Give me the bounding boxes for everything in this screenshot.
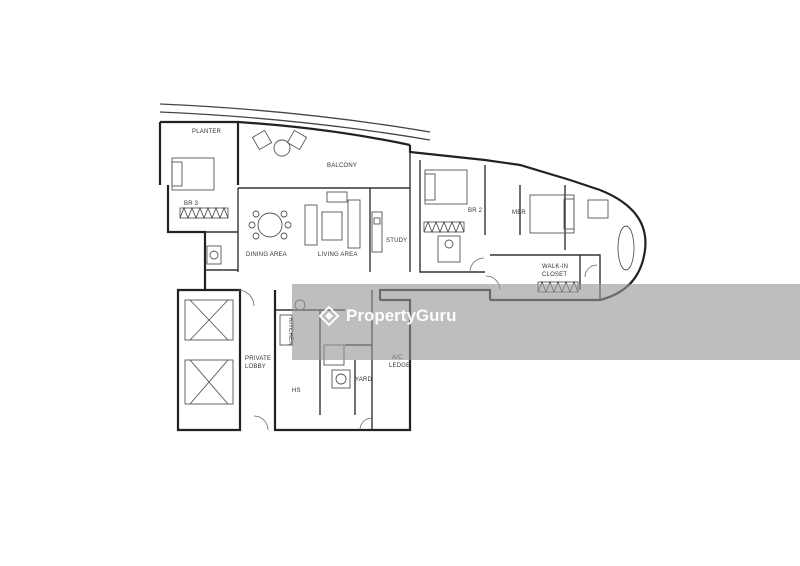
furniture [171,129,635,405]
label-br2: BR 2 [468,208,483,214]
label-planter: PLANTER [192,129,222,135]
label-mbr: MBR [512,210,526,216]
watermark-logo-icon [318,305,340,327]
label-ledge: LEDGE [389,363,410,369]
label-hs: HS [292,388,301,394]
label-dining: DINING AREA [246,252,287,258]
label-br3: BR 3 [184,201,199,207]
label-lobby: LOBBY [245,364,266,370]
label-study: STUDY [386,238,407,244]
label-closet: CLOSET [542,272,567,278]
watermark-band [292,284,800,360]
label-yard: YARD [355,377,372,383]
wardrobes [179,206,579,294]
label-walkin: WALK-IN [542,264,568,270]
watermark-text: PropertyGuru [346,306,457,325]
doors [237,257,598,431]
label-private: PRIVATE [245,356,271,362]
outer-walls [158,120,647,432]
top-curve [159,103,431,141]
label-living: LIVING AREA [318,252,358,258]
label-kitchen: KITCHEN [287,318,293,346]
watermark: PropertyGuru [318,305,457,327]
label-balcony: BALCONY [327,163,357,169]
